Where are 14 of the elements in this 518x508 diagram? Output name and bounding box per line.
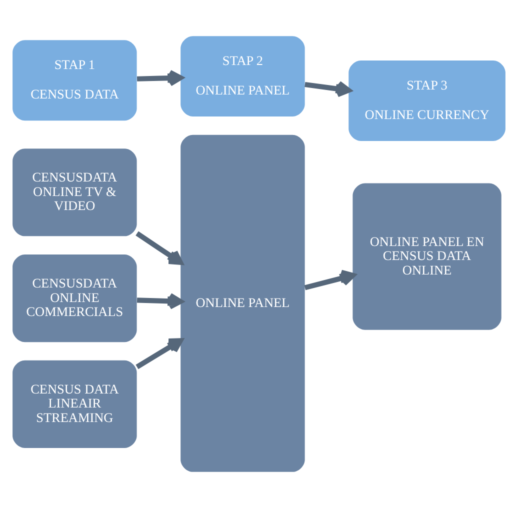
arrow	[136, 292, 184, 310]
arrow	[136, 231, 183, 265]
node-box: ONLINE PANEL	[180, 134, 305, 472]
node-box: STAP 3 ONLINE CURRENCY	[348, 60, 506, 141]
node-box: STAP 1 CENSUS DATA	[12, 40, 137, 121]
arrow	[136, 338, 183, 370]
node-box: ONLINE PANEL EN CENSUS DATA ONLINE	[352, 183, 502, 330]
arrow	[304, 80, 352, 98]
node-box: CENSUS DATA LINEAIR STREAMING	[12, 360, 137, 448]
node-box: CENSUSDATA ONLINE COMMERCIALS	[12, 254, 137, 342]
node-box: STAP 2 ONLINE PANEL	[180, 36, 305, 117]
arrow	[136, 70, 184, 86]
arrow	[304, 270, 356, 290]
node-box: CENSUSDATA ONLINE TV & VIDEO	[12, 148, 137, 236]
